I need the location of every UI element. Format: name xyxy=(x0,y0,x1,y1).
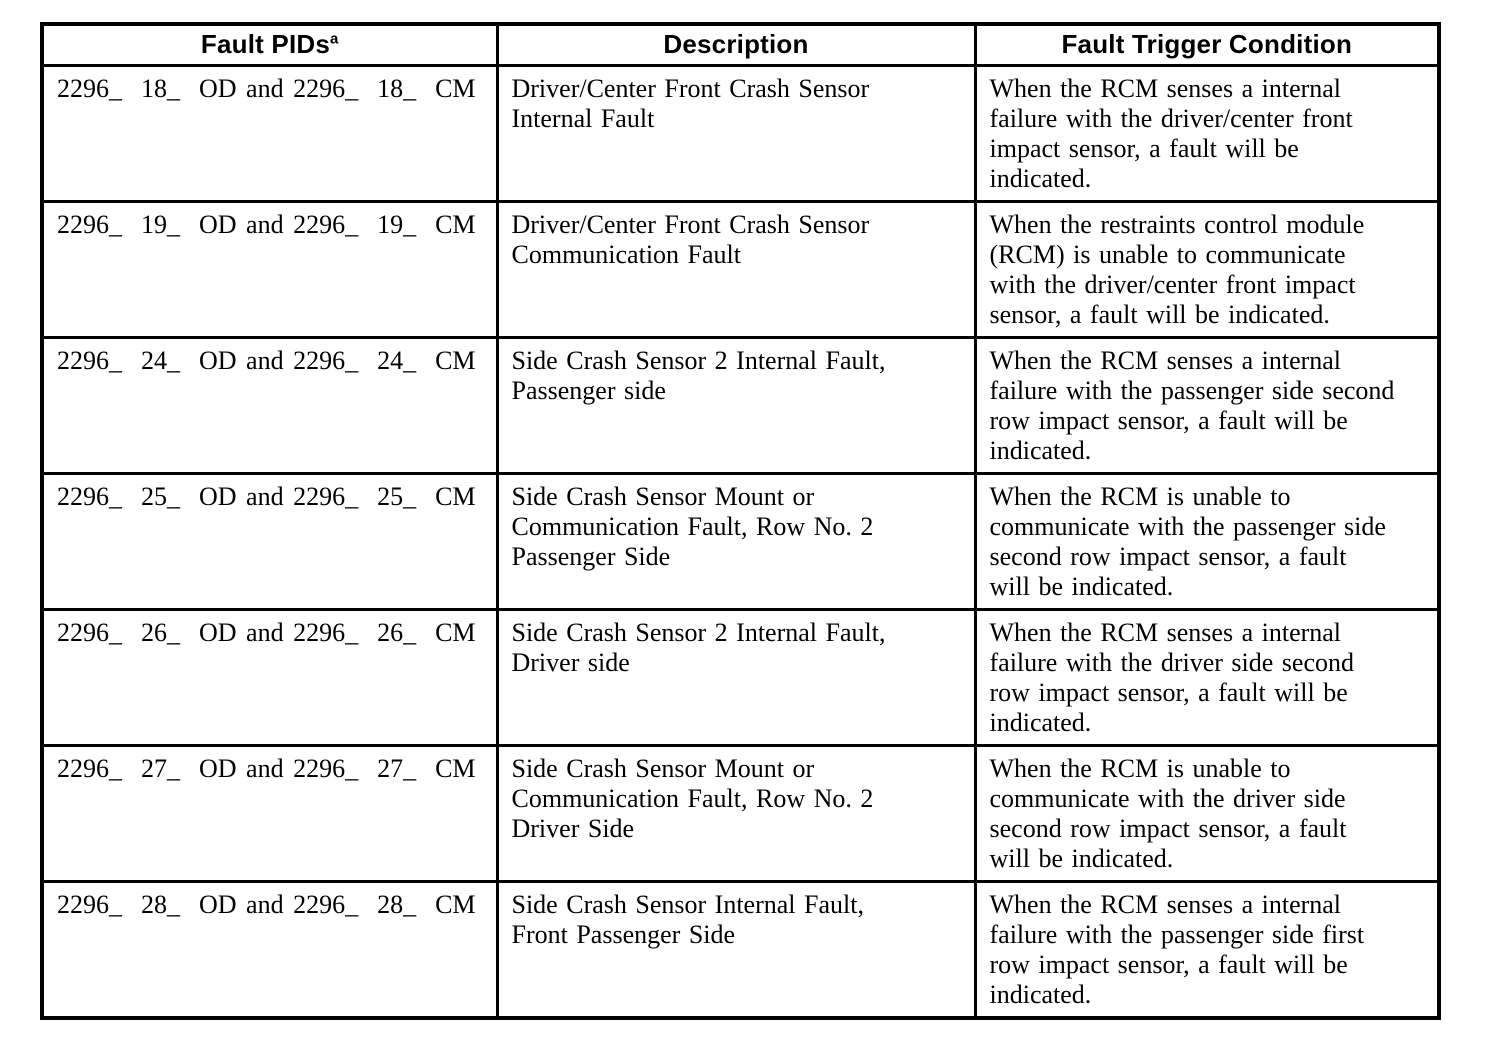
description-cell: Side Crash Sensor 2 Internal Fault, Driv… xyxy=(495,607,977,747)
description-cell: Side Crash Sensor 2 Internal Fault, Pass… xyxy=(495,335,977,475)
fault-pid-table: Fault PIDsa Description Fault Trigger Co… xyxy=(40,22,1441,1020)
description-cell: Side Crash Sensor Internal Fault, Front … xyxy=(495,879,977,1019)
fault-pids-footnote-marker: a xyxy=(330,30,339,48)
fault-pids-cell: 2296_ 28_ OD and 2296_ 28_ CM xyxy=(40,879,499,1019)
fault-trigger-cell: When the RCM senses a internal failure w… xyxy=(973,607,1441,747)
fault-trigger-cell: When the restraints control module (RCM)… xyxy=(973,199,1441,339)
table-row: 2296_ 26_ OD and 2296_ 26_ CM Side Crash… xyxy=(40,607,1441,747)
description-cell: Driver/Center Front Crash Sensor Communi… xyxy=(495,199,977,339)
fault-pids-cell: 2296_ 18_ OD and 2296_ 18_ CM xyxy=(40,63,499,203)
table-row: 2296_ 27_ OD and 2296_ 27_ CM Side Crash… xyxy=(40,743,1441,883)
description-cell: Side Crash Sensor Mount or Communication… xyxy=(495,471,977,611)
description-cell: Side Crash Sensor Mount or Communication… xyxy=(495,743,977,883)
fault-pids-cell: 2296_ 19_ OD and 2296_ 19_ CM xyxy=(40,199,499,339)
fault-pids-cell: 2296_ 27_ OD and 2296_ 27_ CM xyxy=(40,743,499,883)
fault-trigger-cell: When the RCM senses a internal failure w… xyxy=(973,63,1441,203)
description-cell: Driver/Center Front Crash Sensor Interna… xyxy=(495,63,977,203)
column-header-fault-trigger-condition: Fault Trigger Condition xyxy=(973,22,1441,67)
table-row: 2296_ 18_ OD and 2296_ 18_ CM Driver/Cen… xyxy=(40,63,1441,203)
fault-trigger-cell: When the RCM is unable to communicate wi… xyxy=(973,743,1441,883)
fault-trigger-cell: When the RCM is unable to communicate wi… xyxy=(973,471,1441,611)
column-header-fault-pids: Fault PIDsa xyxy=(40,22,499,67)
table-row: 2296_ 19_ OD and 2296_ 19_ CM Driver/Cen… xyxy=(40,199,1441,339)
table-row: 2296_ 28_ OD and 2296_ 28_ CM Side Crash… xyxy=(40,879,1441,1019)
table-row: 2296_ 24_ OD and 2296_ 24_ CM Side Crash… xyxy=(40,335,1441,475)
fault-pids-header-label: Fault PIDs xyxy=(200,29,331,60)
fault-pids-cell: 2296_ 24_ OD and 2296_ 24_ CM xyxy=(40,335,499,475)
fault-trigger-cell: When the RCM senses a internal failure w… xyxy=(973,879,1441,1019)
fault-pids-cell: 2296_ 26_ OD and 2296_ 26_ CM xyxy=(40,607,499,747)
fault-trigger-cell: When the RCM senses a internal failure w… xyxy=(973,335,1441,475)
column-header-description: Description xyxy=(495,22,977,67)
fault-pids-cell: 2296_ 25_ OD and 2296_ 25_ CM xyxy=(40,471,499,611)
table-row: 2296_ 25_ OD and 2296_ 25_ CM Side Crash… xyxy=(40,471,1441,611)
table-header-row: Fault PIDsa Description Fault Trigger Co… xyxy=(40,22,1441,67)
